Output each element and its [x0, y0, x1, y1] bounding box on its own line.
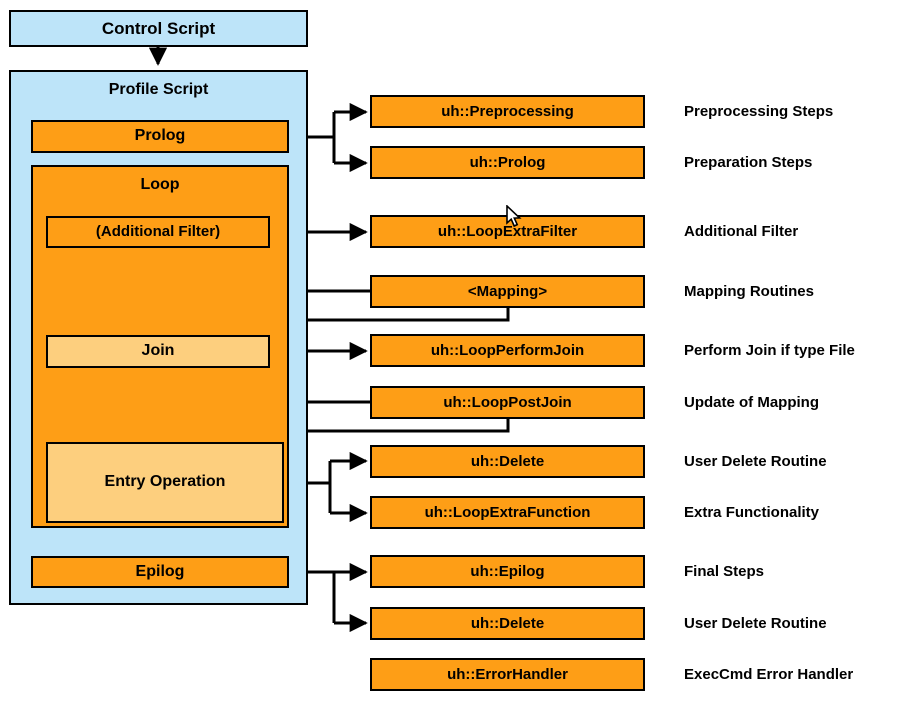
hook-label: uh::Prolog	[469, 153, 546, 171]
hook-description-uh-loopextrafilter: Additional Filter	[684, 223, 799, 240]
hook-description-mapping: Mapping Routines	[684, 283, 814, 300]
profile-script-title: Profile Script	[108, 81, 209, 98]
prolog-box[interactable]: Prolog	[31, 120, 289, 153]
join-label: Join	[141, 342, 175, 360]
join-box[interactable]: Join	[46, 335, 270, 368]
hook-description-uh-delete-1: User Delete Routine	[684, 453, 827, 470]
hook-description-uh-preprocessing: Preprocessing Steps	[684, 103, 834, 120]
hook-label: <Mapping>	[467, 282, 548, 300]
hook-label: uh::LoopPerformJoin	[430, 341, 585, 359]
hook-label: uh::ErrorHandler	[447, 665, 568, 683]
hook-label: uh::Epilog	[470, 562, 545, 580]
hook-label: uh::LoopPostJoin	[443, 393, 572, 411]
control-script-label: Control Script	[101, 18, 216, 38]
epilog-box[interactable]: Epilog	[31, 556, 289, 588]
hook-description-uh-looppostjoin: Update of Mapping	[684, 394, 819, 411]
hook-box-mapping[interactable]: <Mapping>	[370, 275, 645, 308]
hook-label: uh::Delete	[470, 452, 545, 470]
hook-box-uh-looppostjoin[interactable]: uh::LoopPostJoin	[370, 386, 645, 419]
hook-box-uh-loopextrafilter[interactable]: uh::LoopExtraFilter	[370, 215, 645, 248]
prolog-label: Prolog	[134, 127, 186, 145]
hook-description-uh-loopextrafunction: Extra Functionality	[684, 504, 820, 521]
hook-box-uh-epilog[interactable]: uh::Epilog	[370, 555, 645, 588]
hook-description-uh-prolog: Preparation Steps	[684, 154, 813, 171]
hook-label: uh::LoopExtraFilter	[437, 222, 578, 240]
additional-filter-label: (Additional Filter)	[95, 223, 221, 241]
entry-operation-label: Entry Operation	[104, 473, 226, 491]
hook-box-uh-delete-2[interactable]: uh::Delete	[370, 607, 645, 640]
hook-box-uh-prolog[interactable]: uh::Prolog	[370, 146, 645, 179]
hook-description-uh-loopperformjoin: Perform Join if type File	[684, 342, 855, 359]
hook-box-uh-delete-1[interactable]: uh::Delete	[370, 445, 645, 478]
hook-description-uh-delete-2: User Delete Routine	[684, 615, 827, 632]
loop-title: Loop	[140, 176, 180, 193]
hook-label: uh::LoopExtraFunction	[424, 503, 591, 521]
hook-box-uh-loopperformjoin[interactable]: uh::LoopPerformJoin	[370, 334, 645, 367]
hook-label: uh::Delete	[470, 614, 545, 632]
hook-label: uh::Preprocessing	[441, 102, 574, 120]
hook-box-uh-errorhandler[interactable]: uh::ErrorHandler	[370, 658, 645, 691]
hook-description-uh-epilog: Final Steps	[684, 563, 765, 580]
hook-box-uh-loopextrafunction[interactable]: uh::LoopExtraFunction	[370, 496, 645, 529]
epilog-label: Epilog	[135, 562, 185, 580]
additional-filter-box[interactable]: (Additional Filter)	[46, 216, 270, 248]
hook-box-uh-preprocessing[interactable]: uh::Preprocessing	[370, 95, 645, 128]
hook-description-uh-errorhandler: ExecCmd Error Handler	[684, 666, 854, 683]
entry-operation-box[interactable]: Entry Operation	[46, 442, 284, 523]
control-script-box[interactable]: Control Script	[9, 10, 308, 47]
